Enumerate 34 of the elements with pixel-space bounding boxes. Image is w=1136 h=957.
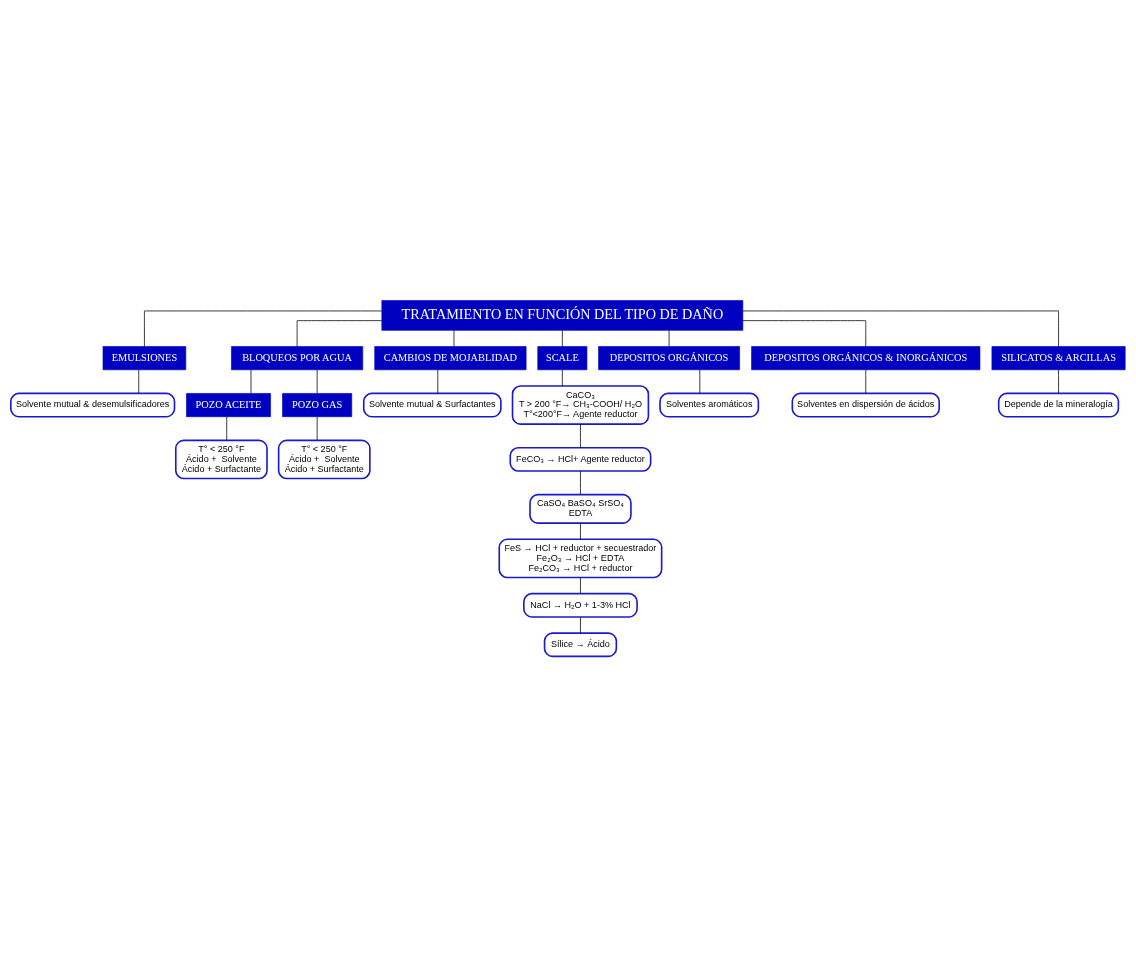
node-box: SILICATOS & ARCILLAS <box>991 346 1126 371</box>
node-box: EMULSIONES <box>102 346 187 371</box>
node-box: NaCl → H₂O + 1-3% HCl <box>523 592 638 618</box>
node-box: Solventes aromáticos <box>659 392 760 418</box>
connector <box>144 310 383 347</box>
connector <box>296 320 383 347</box>
node-box: DEPOSITOS ORGÁNICOS <box>598 346 740 371</box>
node-box: POZO ACEITE <box>186 393 271 418</box>
connector <box>580 577 581 594</box>
connector <box>580 616 581 634</box>
node-box: FeS → HCl + reductor + secuestrador Fe₂O₃ → HCl + EDTA Fe₂CO₃ → HCl + reductor <box>498 538 663 579</box>
connector <box>1058 369 1059 394</box>
node-box: Solvente mutual & Surfactantes <box>362 392 502 418</box>
node-box: DEPOSITOS ORGÁNICOS & INORGÁNICOS <box>751 346 981 371</box>
node-box: CaSO₄ BaSO₄ SrSO₄ EDTA <box>529 493 632 524</box>
connector <box>580 424 581 449</box>
node-box: CAMBIOS DE MOJABLIDAD <box>374 346 527 371</box>
node-box: Solvente mutual & desemulsificadores <box>10 392 176 418</box>
connector <box>580 470 581 495</box>
connector <box>742 310 1059 347</box>
connector <box>742 320 867 347</box>
connector <box>561 369 563 387</box>
node-box: POZO GAS <box>282 393 353 418</box>
node-box: FeCO₃ → HCl+ Agente reductor <box>509 446 652 472</box>
node-box: SCALE <box>537 346 588 371</box>
node-box: T° < 250 °F Ácido + Solvente Ácido + Surfactante <box>277 439 371 480</box>
connector <box>580 522 581 540</box>
node-box: BLOQUEOS POR AGUA <box>231 346 364 371</box>
node-box: Depende de la mineralogía <box>997 392 1120 418</box>
node-box: T° < 250 °F Ácido + Solvente Ácido + Surfactante <box>174 439 268 480</box>
node-box: Solventes en dispersión de ácidos <box>791 392 940 418</box>
node-box: Sílice → Ácido <box>543 632 618 658</box>
node-box: CaCO₃ T > 200 °F→ CH₃-COOH/ H₂O T°<200°F→ Agente reductor <box>511 385 650 425</box>
node-box: TRATAMIENTO EN FUNCIÓN DEL TIPO DE DAÑO <box>381 300 744 331</box>
